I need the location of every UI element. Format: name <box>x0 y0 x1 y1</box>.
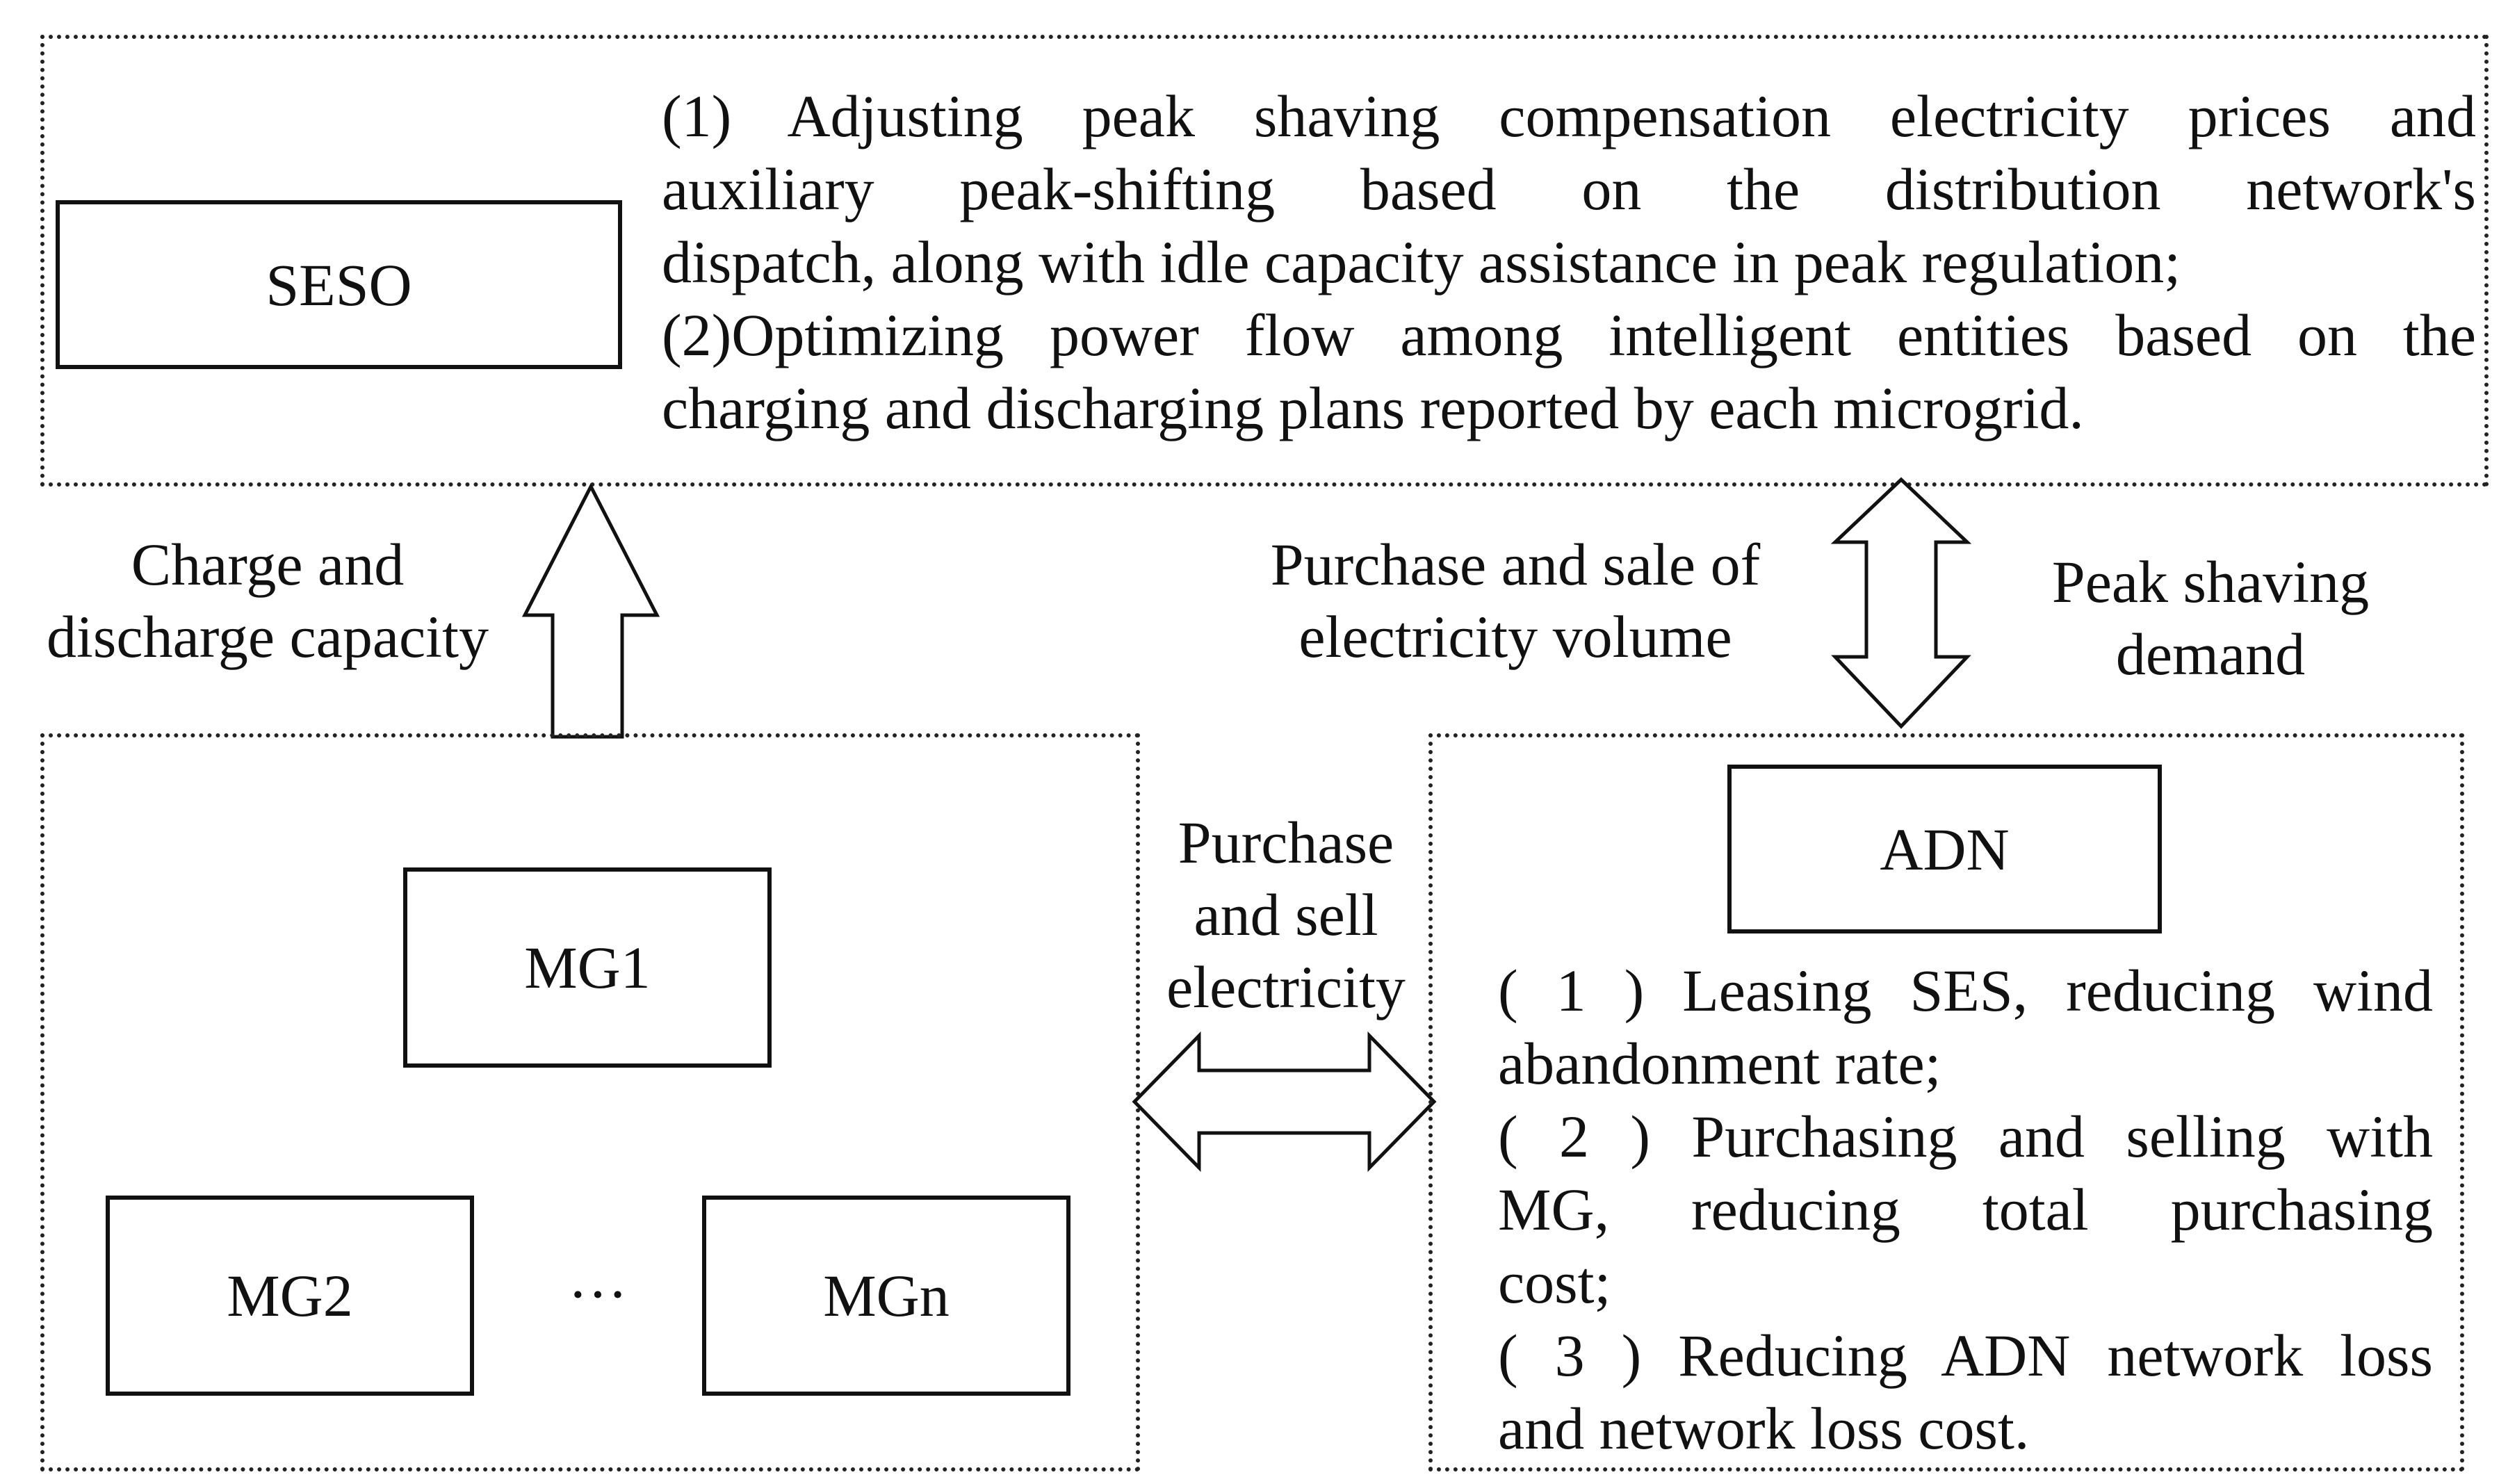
adn-label: ADN <box>1880 815 2010 883</box>
peak-shaving-demand-label: Peak shaving demand <box>2002 546 2419 690</box>
purchase-sell-line: Purchase <box>1178 809 1394 876</box>
adn-duties: ( 1 ) Leasing SES, reducing wind abandon… <box>1498 954 2433 1465</box>
purchase-sale-volume-label: Purchase and sale of electricity volume <box>1210 528 1821 673</box>
peak-shaving-line: Peak shaving <box>2051 548 2370 615</box>
mg2-box: MG2 <box>106 1196 474 1396</box>
charge-discharge-line: discharge capacity <box>47 603 489 670</box>
mgn-box: MGn <box>702 1196 1070 1396</box>
charge-discharge-label: Charge and discharge capacity <box>0 528 535 673</box>
mgn-label: MGn <box>823 1262 950 1329</box>
seso-label: SESO <box>266 251 412 318</box>
seso-region <box>40 35 2489 487</box>
mg1-box: MG1 <box>403 867 772 1068</box>
seso-duties: (1) Adjusting peak shaving compensation … <box>662 80 2476 445</box>
mg1-label: MG1 <box>524 934 651 1001</box>
purchase-sell-line: and sell <box>1194 881 1378 948</box>
peak-shaving-line: demand <box>2115 621 2306 687</box>
mg2-label: MG2 <box>227 1262 353 1329</box>
purchase-sell-electricity-label: Purchase and sell electricity <box>1133 806 1439 1023</box>
seso-duty-line: charging and discharging plans reported … <box>662 375 2084 441</box>
adn-duty-line: MG, reducing total purchasing <box>1498 1176 2433 1243</box>
adn-duty-line: cost; <box>1498 1249 1611 1316</box>
seso-duty-line: dispatch, along with idle capacity assis… <box>662 229 2181 295</box>
seso-duty-line: (2)Optimizing power flow among intellige… <box>662 302 2476 368</box>
adn-region <box>1428 733 2464 1471</box>
purchase-sell-line: electricity <box>1166 954 1406 1020</box>
mg-ellipsis: ··· <box>568 1261 628 1328</box>
adn-duty-line: ( 3 ) Reducing ADN network loss <box>1498 1322 2433 1389</box>
purchase-sale-line: Purchase and sale of <box>1270 531 1761 598</box>
seso-duty-line: (1) Adjusting peak shaving compensation … <box>662 83 2476 149</box>
adn-duty-line: ( 1 ) Leasing SES, reducing wind <box>1498 957 2433 1024</box>
adn-duty-line: abandonment rate; <box>1498 1030 1941 1097</box>
charge-discharge-line: Charge and <box>131 531 405 598</box>
adn-duty-line: ( 2 ) Purchasing and selling with <box>1498 1103 2433 1170</box>
seso-box: SESO <box>56 200 622 369</box>
purchase-sale-line: electricity volume <box>1298 603 1732 670</box>
adn-duty-line: and network loss cost. <box>1498 1395 2030 1462</box>
adn-box: ADN <box>1727 765 2162 933</box>
seso-duty-line: auxiliary peak-shifting based on the dis… <box>662 156 2476 222</box>
